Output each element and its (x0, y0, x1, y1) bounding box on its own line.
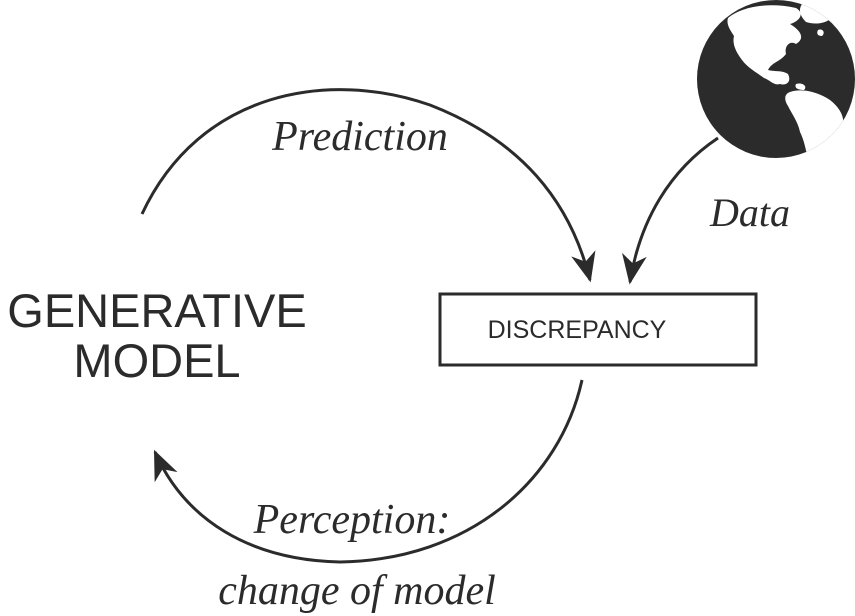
prediction-label: Prediction (271, 114, 448, 160)
data-arrow (622, 136, 719, 285)
generative-model-label-line1: GENERATIVE (7, 284, 306, 337)
generative-model-label-line2: MODEL (73, 334, 240, 387)
perception-label-line1: Perception: (253, 497, 451, 543)
data-label: Data (709, 190, 790, 235)
perception-arrow (153, 379, 584, 564)
discrepancy-label: DISCREPANCY (488, 316, 667, 344)
discrepancy-box (438, 292, 758, 367)
prediction-arrow (140, 88, 596, 283)
perception-label-line2: change of model (218, 568, 496, 614)
globe-icon (697, 0, 855, 158)
